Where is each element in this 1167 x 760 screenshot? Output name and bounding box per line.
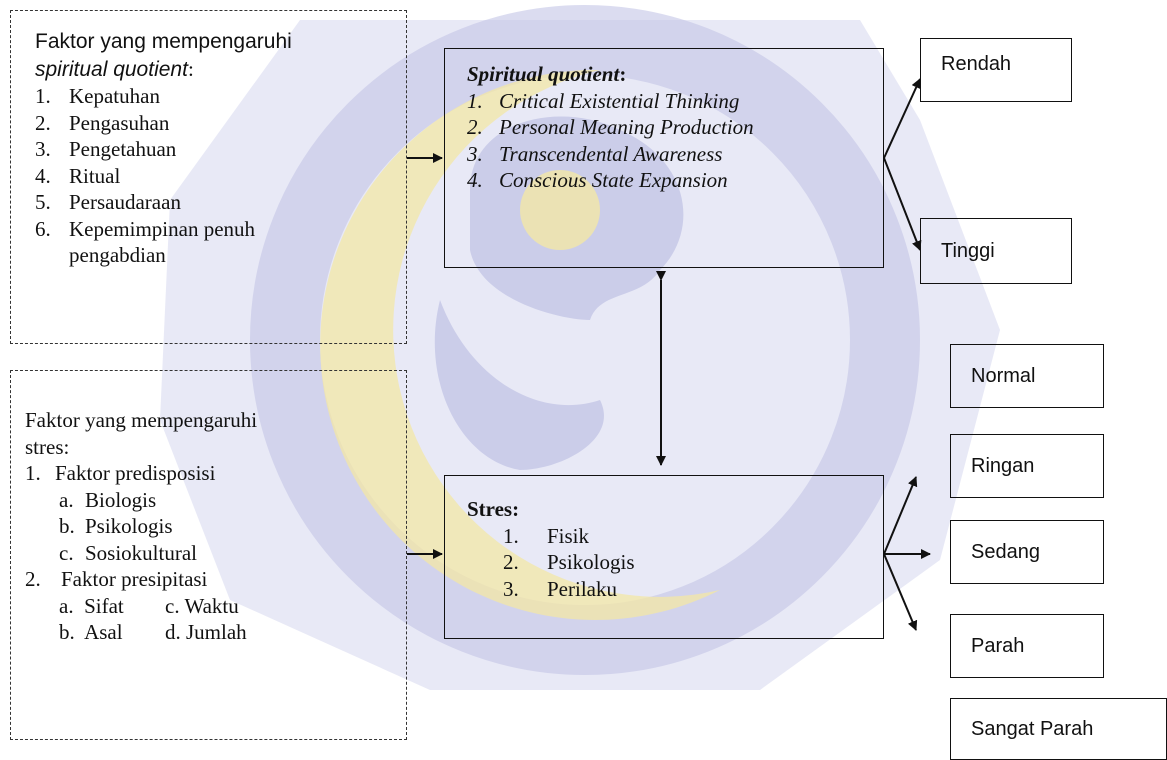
stress-type-text: Fisik <box>547 523 590 548</box>
sq-factor-number: 5. <box>35 190 51 214</box>
stress-type-number: 1. <box>503 523 519 548</box>
stress-predisposisi-text: Biologis <box>85 487 157 512</box>
stress-type-text: Perilaku <box>547 576 617 601</box>
sq-dimension-number: 1. <box>467 88 483 113</box>
sq-factor-text: Pengetahuan <box>69 137 177 161</box>
sq-factor-text: Persaudaraan <box>69 190 181 214</box>
sq-dimension-item: 3. Transcendental Awareness <box>467 141 883 168</box>
stress-presipitasi-right: d. Jumlah <box>165 620 247 644</box>
sq-factor-number: 3. <box>35 137 51 161</box>
arrow-to-parah <box>883 553 918 631</box>
level-rendah-box: Rendah <box>920 38 1072 102</box>
sq-factor-item: 6. Kepemimpinan penuh <box>35 216 406 243</box>
sq-factor-item: 4. Ritual <box>35 163 406 190</box>
sq-dimension-text: Critical Existential Thinking <box>499 88 740 113</box>
sq-dimension-item: 1. Critical Existential Thinking <box>467 88 883 115</box>
stress-box: Stres: 1. Fisik 2. Psikologis 3. Perilaku <box>444 475 884 639</box>
stress-box-title: Stres: <box>467 497 520 521</box>
sq-factors-list: 1. Kepatuhan 2. Pengasuhan 3. Pengetahuan 4. Ri… <box>35 83 406 269</box>
stress-factors-title-line1: Faktor yang mempengaruhi <box>25 408 258 432</box>
stress-type-text: Psikologis <box>547 550 635 574</box>
sq-factor-text: pengabdian <box>69 243 166 267</box>
sq-factors-title-line1: Faktor yang mempengaruhi <box>35 30 292 53</box>
stress-predisposisi-text: Sosiokultural <box>85 540 198 565</box>
sq-dimension-item: 4. Conscious State Expansion <box>467 167 883 194</box>
sq-factor-item: pengabdian <box>35 242 406 269</box>
stress-presipitasi-left: a. Sifat <box>59 593 124 618</box>
stress-level-ringan-box: Ringan <box>950 434 1104 498</box>
stress-presipitasi-list: a. Sifat c. Waktu b. Asal d. Jumlah <box>25 593 406 646</box>
stress-level-sedang-box: Sedang <box>950 520 1104 584</box>
sq-factors-box: Faktor yang mempengaruhi spiritual quoti… <box>10 10 407 344</box>
stress-type-item: 3. Perilaku <box>467 576 883 603</box>
sq-factor-text: Kepemimpinan penuh <box>69 216 256 241</box>
sq-dimension-text: Conscious State Expansion <box>499 168 728 192</box>
stress-level-parah-box: Parah <box>950 614 1104 678</box>
stress-box-list: 1. Fisik 2. Psikologis 3. Perilaku <box>467 523 883 603</box>
stress-predisposisi-letter: b. <box>59 514 75 538</box>
sq-dimension-text: Personal Meaning Production <box>499 115 754 139</box>
sq-factor-text: Ritual <box>69 163 121 188</box>
sq-factor-item: 3. Pengetahuan <box>35 136 406 163</box>
stress-predisposisi-list: a. Biologis b. Psikologis c. Sosiokultural <box>25 487 406 567</box>
arrow-to-rendah <box>883 78 921 159</box>
sq-box-title: Spiritual quotient: <box>467 62 627 86</box>
stress-predisposisi-item: a. Biologis <box>25 487 406 514</box>
stress-factors-title-line2: stres: <box>25 434 70 459</box>
sq-dimension-number: 4. <box>467 168 483 192</box>
sq-factor-number: 6. <box>35 216 51 241</box>
stress-presipitasi-row: b. Asal d. Jumlah <box>25 619 406 646</box>
sq-factor-text: Pengasuhan <box>69 110 170 135</box>
sq-factor-item: 5. Persaudaraan <box>35 189 406 216</box>
sq-factors-title-line2: spiritual quotient: <box>35 56 194 81</box>
sq-dimension-item: 2. Personal Meaning Production <box>467 114 883 141</box>
stress-type-number: 3. <box>503 576 519 601</box>
stress-presipitasi-right: c. Waktu <box>165 593 239 618</box>
stress-predisposisi-item: c. Sosiokultural <box>25 540 406 567</box>
arrow-to-tinggi <box>883 157 922 251</box>
stress-factor-group-predisposisi: 1.Faktor predisposisi <box>25 461 216 485</box>
stress-predisposisi-letter: c. <box>59 540 74 565</box>
sq-dimension-number: 3. <box>467 141 483 166</box>
sq-factor-item: 1. Kepatuhan <box>35 83 406 110</box>
sq-dimension-number: 2. <box>467 115 483 139</box>
stress-type-item: 2. Psikologis <box>467 549 883 576</box>
stress-factors-box: Faktor yang mempengaruhi stres: 1.Faktor… <box>10 370 407 740</box>
sq-factor-number: 1. <box>35 84 51 108</box>
stress-predisposisi-text: Psikologis <box>85 514 173 538</box>
stress-factor-group-presipitasi: 2.Faktor presipitasi <box>25 567 208 591</box>
stress-type-number: 2. <box>503 550 519 574</box>
stress-presipitasi-left: b. Asal <box>59 620 123 644</box>
sq-factor-text: Kepatuhan <box>69 84 160 108</box>
stress-type-item: 1. Fisik <box>467 523 883 550</box>
sq-box: Spiritual quotient: 1. Critical Existenti… <box>444 48 884 268</box>
sq-box-list: 1. Critical Existential Thinking 2. Persona… <box>467 88 883 194</box>
arrow-to-ringan <box>883 476 918 555</box>
sq-factor-number: 2. <box>35 110 51 135</box>
sq-factor-number: 4. <box>35 163 51 188</box>
sq-factor-item: 2. Pengasuhan <box>35 110 406 137</box>
stress-level-normal-box: Normal <box>950 344 1104 408</box>
stress-level-sangat-parah-box: Sangat Parah <box>950 698 1167 760</box>
level-tinggi-box: Tinggi <box>920 218 1072 284</box>
stress-presipitasi-row: a. Sifat c. Waktu <box>25 593 406 620</box>
stress-predisposisi-letter: a. <box>59 487 74 512</box>
stress-predisposisi-item: b. Psikologis <box>25 513 406 540</box>
sq-dimension-text: Transcendental Awareness <box>499 141 723 166</box>
